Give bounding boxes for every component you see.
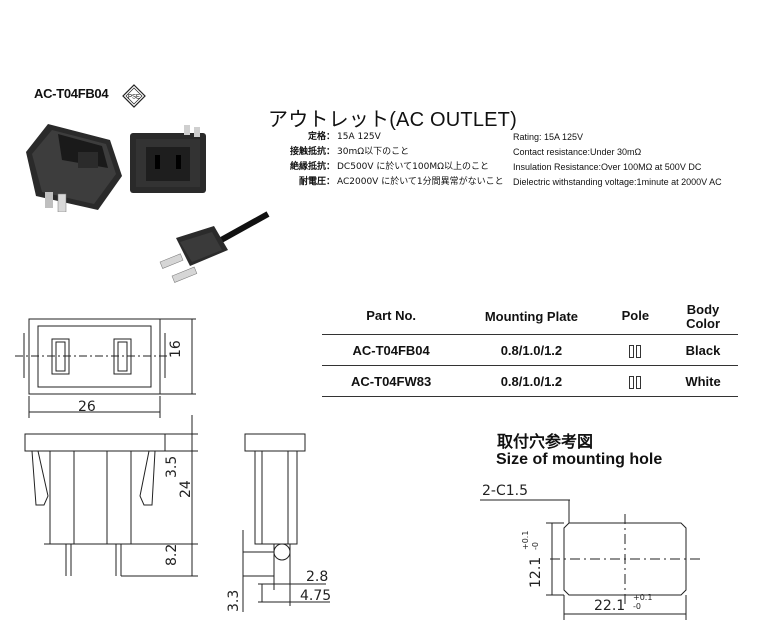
- spec-jp-label: 絶縁抵抗：: [289, 162, 335, 172]
- spec-jp-label: 接触抵抗：: [289, 147, 335, 157]
- dim-front-width: 26: [78, 399, 96, 415]
- page-title: アウトレット(AC OUTLET): [268, 109, 517, 131]
- spec-jp-label: 定格：: [307, 132, 335, 142]
- parts-table: Part No. Mounting Plate Pole Body Color …: [322, 300, 738, 397]
- table-row: AC-T04FW83 0.8/1.0/1.2 White: [322, 365, 738, 397]
- spec-jp-value: AC2000V に於いて1分間異常がないこと: [337, 177, 504, 187]
- body-color: Black: [668, 334, 738, 366]
- spec-en-line: Rating: 15A 125V: [513, 132, 584, 142]
- mounting-hole-title-jp: 取付穴参考図: [497, 432, 594, 451]
- mh-height-tol-plus: +0.1: [521, 531, 530, 550]
- part-number: AC-T04FB04: [322, 334, 461, 366]
- header-mounting-plate: Mounting Plate: [484, 309, 579, 324]
- spec-en-line: Contact resistance:Under 30mΩ: [513, 147, 642, 157]
- dim-4-75: 4.75: [300, 588, 330, 604]
- mounting-plate: 0.8/1.0/1.2: [460, 365, 603, 397]
- mounting-hole-title-en: Size of mounting hole: [496, 451, 663, 468]
- header-pole: Pole: [621, 308, 650, 323]
- dim-3-5: 3.5: [164, 456, 180, 478]
- mh-width-tol-minus: -0: [633, 602, 641, 611]
- model-code: AC-T04FB04: [34, 86, 109, 101]
- spec-jp-label: 耐電圧：: [298, 177, 335, 187]
- outlet-photo-front: [130, 125, 206, 193]
- side-view: [24, 415, 198, 577]
- spec-jp-value: 30mΩ以下のこと: [337, 147, 410, 157]
- table-row: AC-T04FB04 0.8/1.0/1.2 Black: [322, 334, 738, 366]
- pin-view: [242, 433, 330, 612]
- dim-24: 24: [178, 480, 194, 498]
- spec-jp-row: 接触抵抗： 30mΩ以下のこと: [255, 145, 505, 160]
- dim-2-8: 2.8: [306, 569, 328, 585]
- spec-jp-value: 15A 125V: [337, 132, 381, 142]
- spec-jp-row: 絶縁抵抗： DC500V に於いて100MΩ以上のこと: [255, 160, 505, 175]
- pole-icon: [602, 365, 669, 397]
- header-part-no: Part No.: [366, 308, 417, 323]
- mh-width: 22.1: [594, 598, 625, 614]
- body-color: White: [668, 365, 738, 397]
- header-body-color: Body Color: [686, 302, 721, 331]
- mounting-hole-drawing: 2-C1.5 12.1 +0.1 -0 22.1 +0.1 -0: [480, 483, 700, 620]
- mh-chamfer: 2-C1.5: [482, 483, 528, 499]
- pse-mark-text: PSE: [128, 95, 140, 101]
- specs-english: Rating: 15A 125V Contact resistance:Unde…: [513, 130, 758, 190]
- technical-drawing: 26 16 3.5 24 8.2 2.8 4.75 3.3: [15, 318, 330, 612]
- spec-jp-row: 耐電圧： AC2000V に於いて1分間異常がないこと: [255, 175, 505, 190]
- pse-mark-icon: PSE: [122, 84, 146, 108]
- dim-8-2: 8.2: [164, 544, 180, 566]
- parts-table-header: Part No. Mounting Plate Pole Body Color: [322, 300, 738, 335]
- dim-3-3: 3.3: [226, 590, 242, 612]
- spec-jp-value: DC500V に於いて100MΩ以上のこと: [337, 162, 489, 172]
- mh-height-tol-minus: -0: [531, 542, 540, 550]
- mh-width-tol-plus: +0.1: [633, 593, 652, 602]
- pole-icon: [602, 334, 669, 366]
- plug-photo: [159, 211, 270, 283]
- spec-en-line: Insulation Resistance:Over 100MΩ at 500V…: [513, 162, 702, 172]
- spec-en-line: Dielectric withstanding voltage:1minute …: [513, 177, 722, 187]
- outlet-photo-angled: [26, 124, 122, 212]
- front-view: [15, 318, 196, 418]
- part-number: AC-T04FW83: [322, 365, 461, 397]
- spec-jp-row: 定格： 15A 125V: [255, 130, 505, 145]
- mounting-plate: 0.8/1.0/1.2: [460, 334, 603, 366]
- specs-japanese: 定格： 15A 125V 接触抵抗： 30mΩ以下のこと 絶縁抵抗： DC500…: [255, 130, 505, 192]
- mh-height: 12.1: [528, 557, 544, 588]
- dim-front-height: 16: [168, 340, 184, 358]
